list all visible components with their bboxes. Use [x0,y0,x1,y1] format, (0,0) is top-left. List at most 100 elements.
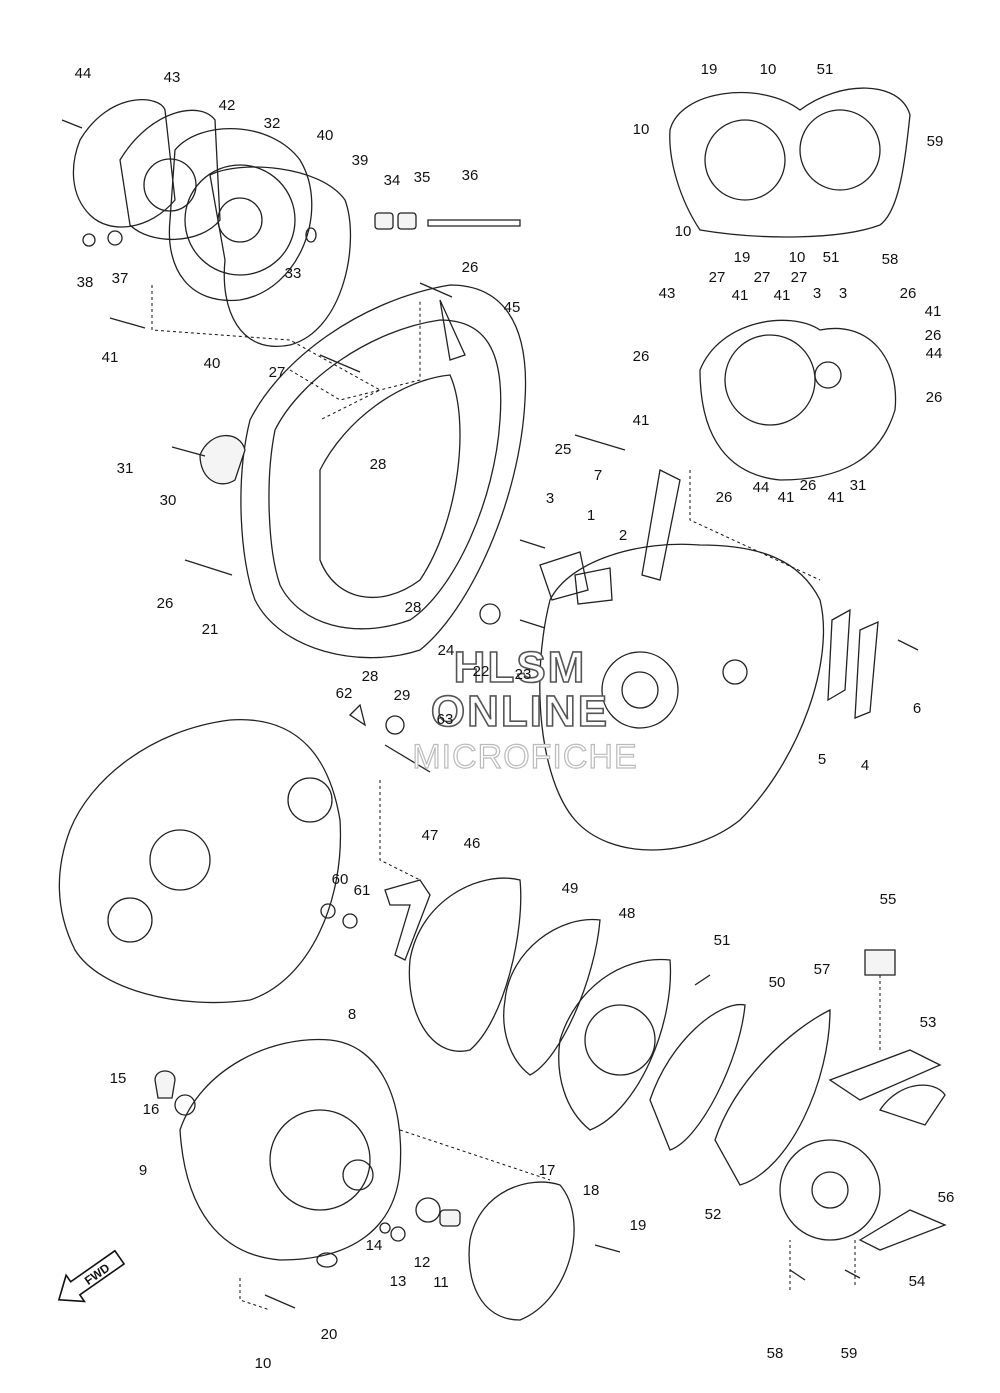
callout-14: 14 [366,1237,383,1254]
callout-51: 51 [714,932,731,949]
callout-28: 28 [370,456,387,473]
callout-41: 41 [828,489,845,506]
callout-49: 49 [562,880,579,897]
callout-26: 26 [633,348,650,365]
callout-19: 19 [734,249,751,266]
callout-34: 34 [384,172,401,189]
callout-10: 10 [789,249,806,266]
watermark-line3: MICROFICHE [412,738,637,776]
callout-31: 31 [117,460,134,477]
callout-57: 57 [814,961,831,978]
callout-27: 27 [269,364,286,381]
callout-5: 5 [818,751,826,768]
callout-42: 42 [219,97,236,114]
callout-10: 10 [760,61,777,78]
callout-11: 11 [433,1274,449,1291]
callout-33: 33 [285,265,302,282]
callout-6: 6 [913,700,921,717]
watermark-line2: ONLINE [431,687,609,736]
clutch-cover-group [61,99,521,373]
callout-63: 63 [437,711,454,728]
callout-55: 55 [880,891,897,908]
callout-24: 24 [438,642,455,659]
callout-48: 48 [619,905,636,922]
callout-8: 8 [348,1006,356,1023]
callout-58: 58 [882,251,899,268]
callout-19: 19 [630,1217,647,1234]
callout-28: 28 [362,668,379,685]
callout-26: 26 [462,259,479,276]
callout-47: 47 [422,827,439,844]
callout-10: 10 [675,223,692,240]
callout-50: 50 [769,974,786,991]
callout-27: 27 [791,269,808,286]
callout-25: 25 [555,441,572,458]
callout-16: 16 [143,1101,160,1118]
callout-27: 27 [754,269,771,286]
callout-26: 26 [800,477,817,494]
watermark-line1: HLSM [454,643,587,692]
callout-59: 59 [841,1345,858,1362]
callout-21: 21 [202,621,219,638]
callout-61: 61 [354,882,371,899]
callout-23: 23 [515,666,532,683]
callout-46: 46 [464,835,481,852]
callout-26: 26 [157,595,174,612]
callout-60: 60 [332,871,349,888]
callout-32: 32 [264,115,281,132]
callout-58: 58 [767,1345,784,1362]
callout-31: 31 [850,477,867,494]
callout-40: 40 [204,355,221,372]
callout-18: 18 [583,1182,600,1199]
callout-44: 44 [75,65,92,82]
watermark: HLSM ONLINE MICROFICHE [412,642,638,776]
generator-cover-group [154,1038,621,1321]
callout-51: 51 [817,61,834,78]
callout-37: 37 [112,270,129,287]
callout-1: 1 [587,507,595,524]
crankcase-cover-group [171,284,546,659]
callout-4: 4 [861,757,869,774]
callout-26: 26 [926,389,943,406]
callout-9: 9 [139,1162,147,1179]
callout-7: 7 [594,467,602,484]
callout-43: 43 [659,285,676,302]
callout-28: 28 [405,599,422,616]
callout-10: 10 [633,121,650,138]
callout-3: 3 [546,490,554,507]
callout-41: 41 [774,287,791,304]
callout-41: 41 [102,349,119,366]
callout-10: 10 [255,1355,272,1372]
callout-27: 27 [709,269,726,286]
bolt-map-bottom [699,319,897,481]
callout-52: 52 [705,1206,722,1223]
callout-26: 26 [716,489,733,506]
callout-51: 51 [823,249,840,266]
callout-26: 26 [925,327,942,344]
side-covers-group [408,877,947,1281]
callout-45: 45 [504,299,521,316]
callout-20: 20 [321,1326,338,1343]
callout-59: 59 [927,133,944,150]
callout-30: 30 [160,492,177,509]
callout-41: 41 [633,412,650,429]
callout-3: 3 [813,285,821,302]
callout-22: 22 [473,663,490,680]
callout-36: 36 [462,167,479,184]
callout-44: 44 [753,479,770,496]
callout-29: 29 [394,687,411,704]
callout-26: 26 [900,285,917,302]
leader-lines [151,285,881,1311]
callout-53: 53 [920,1014,937,1031]
bolt-map-top [669,87,911,238]
callout-40: 40 [317,127,334,144]
callout-19: 19 [701,61,718,78]
callout-39: 39 [352,152,369,169]
fwd-arrow-icon: FWD [57,1249,126,1303]
crankcase-left-group [58,703,431,1004]
callout-41: 41 [732,287,749,304]
callout-2: 2 [619,527,627,544]
